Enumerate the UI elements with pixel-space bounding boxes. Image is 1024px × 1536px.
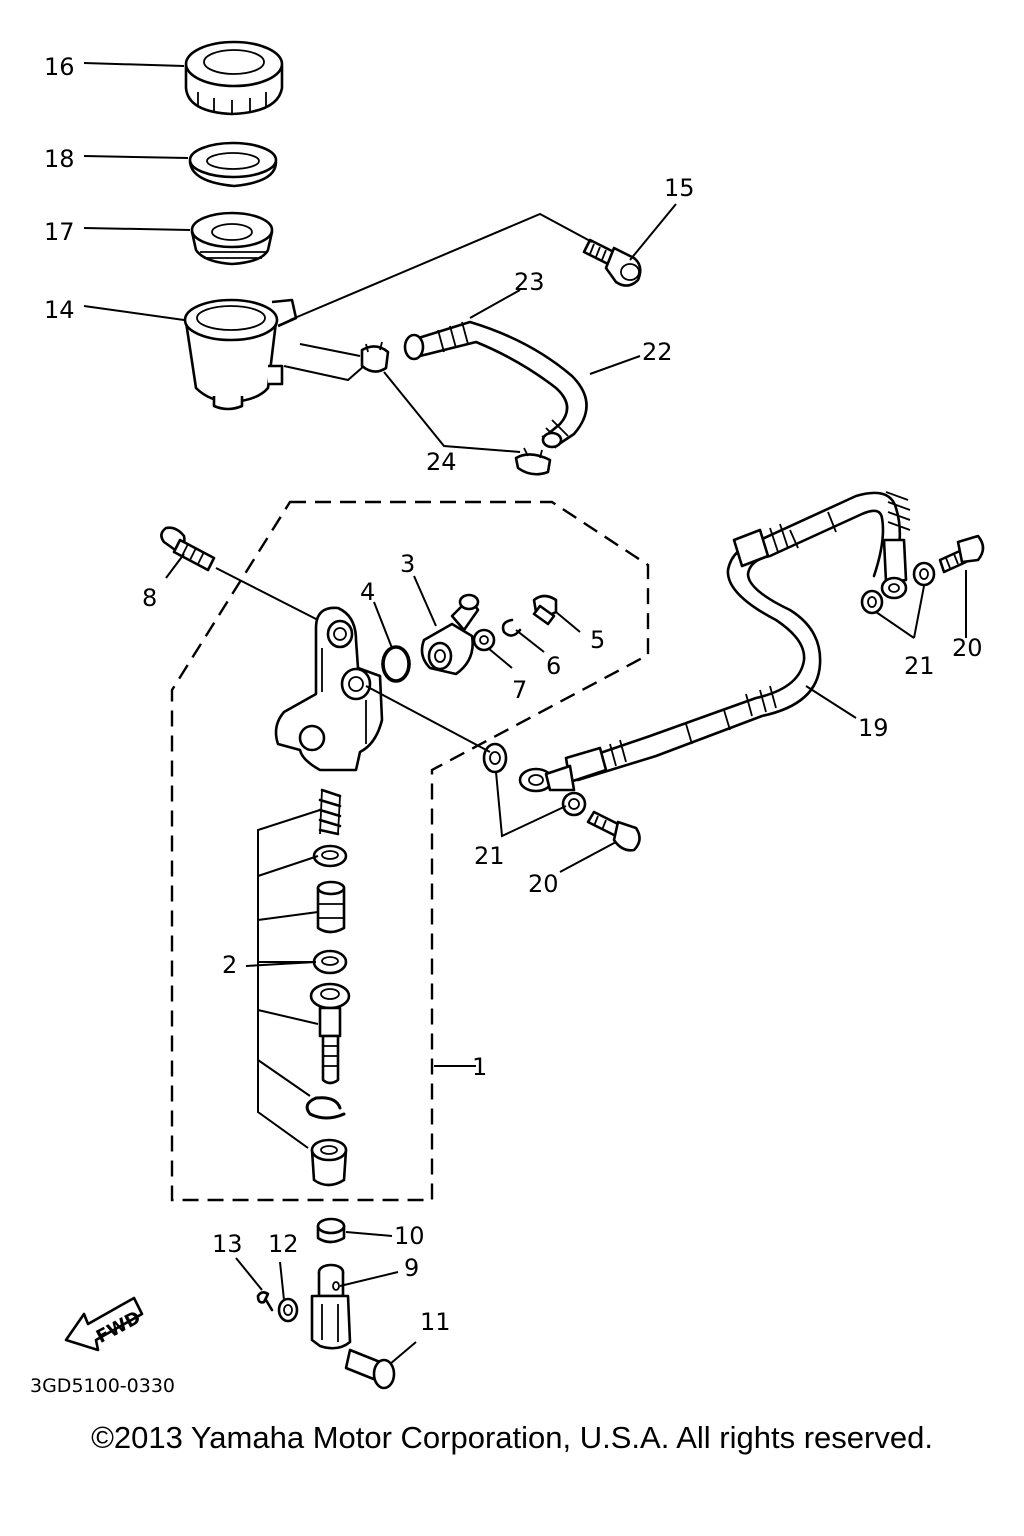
boot: [310, 1138, 348, 1187]
reservoir-cap: [184, 40, 284, 116]
reservoir-tank: [183, 298, 298, 411]
joint-washer: [472, 628, 496, 652]
banjo-washer-right-b: [912, 561, 936, 587]
hose-joint: [420, 593, 480, 676]
master-cylinder-body: [274, 606, 384, 772]
reservoir-hose: [403, 320, 588, 449]
callout-10: 10: [394, 1222, 425, 1250]
callout-15: 15: [664, 174, 695, 202]
banjo-washer-left-upper: [482, 742, 508, 774]
callout-9: 9: [404, 1254, 419, 1282]
callout-5: 5: [590, 626, 605, 654]
callout-23: 23: [514, 268, 545, 296]
callout-19: 19: [858, 714, 889, 742]
mounting-bolt: [160, 526, 216, 572]
joint-screw: [532, 594, 558, 626]
hose-clip-lower: [514, 447, 552, 476]
callout-17: 17: [44, 218, 75, 246]
callout-1: 1: [472, 1053, 487, 1081]
callout-3: 3: [400, 550, 415, 578]
callout-13: 13: [212, 1230, 243, 1258]
diagram-code: 3GD5100-0330: [30, 1375, 175, 1397]
diaphragm-plate: [188, 141, 278, 188]
callout-12: 12: [268, 1230, 299, 1258]
callout-16: 16: [44, 53, 75, 81]
callout-22: 22: [642, 338, 673, 366]
spring: [318, 788, 342, 836]
callout-21-right: 21: [904, 652, 935, 680]
plain-washer: [277, 1297, 299, 1323]
hose-clip-upper: [360, 341, 390, 373]
circlip: [305, 1096, 346, 1120]
cup-seal: [312, 844, 348, 868]
callout-21-left: 21: [474, 842, 505, 870]
callout-18: 18: [44, 145, 75, 173]
callout-6: 6: [546, 652, 561, 680]
callout-7: 7: [512, 676, 527, 704]
o-ring: [381, 645, 411, 683]
piston: [316, 880, 346, 934]
copyright-notice: ©2013 Yamaha Motor Corporation, U.S.A. A…: [91, 1420, 933, 1455]
callout-11: 11: [420, 1308, 451, 1336]
union-bolt-left: [586, 810, 641, 852]
callout-2: 2: [222, 951, 237, 979]
reservoir-screw: [582, 238, 642, 287]
banjo-washer-right-a: [860, 589, 884, 615]
callout-14: 14: [44, 296, 75, 324]
callout-20-right: 20: [952, 634, 983, 662]
clevis: [310, 1263, 352, 1350]
assembly-boundary: [170, 500, 650, 1202]
banjo-washer-left-lower: [561, 791, 587, 817]
group-bracket: [257, 809, 321, 1149]
piston-cup: [312, 949, 348, 975]
brake-hose: [518, 491, 911, 793]
callout-numbers: 16 18 17 14 15 23 22 24 8 4 3 5 6 7 19 2…: [30, 53, 983, 1397]
callout-24: 24: [426, 448, 457, 476]
callout-20-left: 20: [528, 870, 559, 898]
diaphragm: [190, 211, 274, 266]
callout-4: 4: [360, 578, 375, 606]
clevis-pin: [344, 1348, 396, 1390]
fwd-arrow: FWD: [64, 1296, 144, 1352]
leader-lines: [83, 62, 967, 1365]
joint-circlip: [501, 618, 522, 637]
push-rod: [309, 982, 351, 1085]
cotter-pin: [256, 1291, 274, 1312]
locknut: [316, 1217, 346, 1244]
union-bolt-right: [938, 534, 985, 574]
callout-8: 8: [142, 584, 157, 612]
